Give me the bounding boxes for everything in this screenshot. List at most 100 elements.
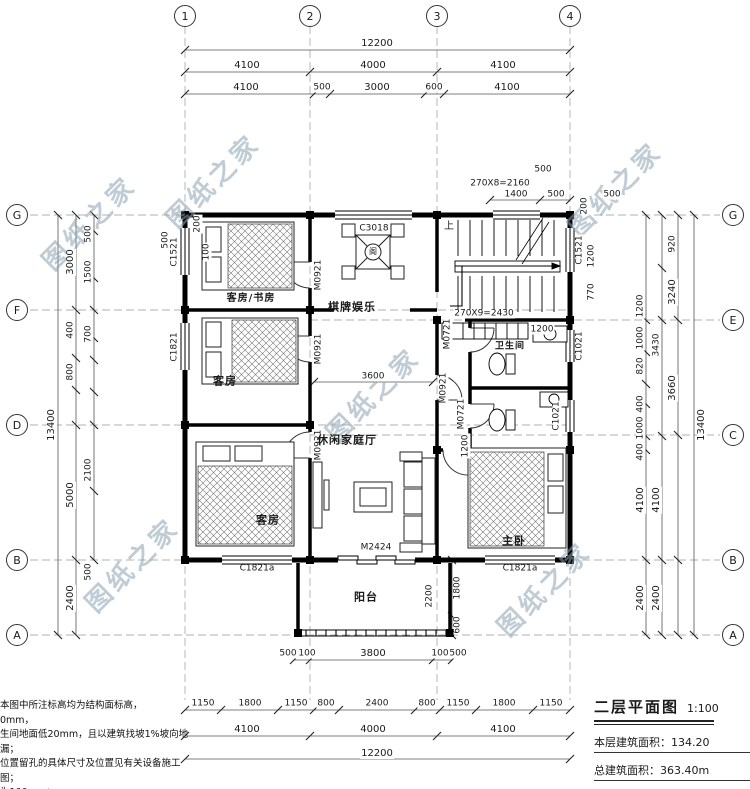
dim-label: 400 — [65, 320, 76, 340]
dim-label: 1000 — [635, 325, 646, 351]
exterior-walls — [182, 212, 573, 563]
dim-label: 13400 — [46, 408, 57, 442]
dim-label: 600 — [452, 615, 463, 635]
dim-label: 1400 — [503, 189, 529, 200]
dim-label: 100 — [201, 242, 212, 262]
room-label: 主卧 — [502, 534, 526, 548]
dim-label: 500 — [546, 189, 566, 200]
dim-label: C1021 — [551, 400, 562, 432]
note-line: 本图中所注标高均为结构面标高， — [0, 700, 143, 711]
dim-label: 1800 — [491, 698, 517, 709]
dim-label: 600 — [424, 82, 444, 93]
dim-label: 3800 — [359, 648, 387, 659]
dim-label: M0921 — [313, 332, 324, 366]
dim-label: 270X9=2430 — [453, 308, 515, 319]
axis-circle-right-G: G — [722, 204, 744, 226]
sliding-door — [337, 555, 416, 565]
windows — [180, 210, 575, 565]
dimension-ticks — [53, 45, 699, 764]
dim-label: 4100 — [232, 82, 260, 93]
axis-circle-right-E: E — [722, 309, 744, 331]
dim-label: C1821a — [238, 563, 276, 574]
bed-guest-large — [195, 441, 295, 547]
dim-label: 200 — [192, 214, 203, 234]
dim-label: 500 — [448, 648, 468, 659]
axis-circle-top-1: 1 — [174, 5, 196, 27]
dim-label: 500 — [83, 224, 94, 244]
dim-label: 800 — [417, 698, 437, 709]
staircase — [441, 217, 562, 340]
dim-label: 4100 — [635, 486, 646, 514]
dim-label: 100 — [430, 648, 450, 659]
title-underline — [594, 720, 714, 722]
bed-master — [467, 447, 567, 549]
axis-circle-top-2: 2 — [299, 5, 321, 27]
dim-label: 5000 — [65, 481, 76, 509]
dim-label: M0721 — [456, 397, 467, 431]
title-block: 二层平面图 1:100 本层建筑面积：134.20 总建筑面积：363.40m — [594, 696, 750, 781]
dim-label: 500 — [602, 189, 622, 200]
dim-label: 2400 — [635, 584, 646, 612]
drawing-scale: 1:100 — [687, 702, 719, 715]
dim-label: 1800 — [452, 575, 463, 601]
dim-label: 12200 — [360, 38, 394, 49]
room-label: 客房 — [213, 374, 237, 388]
dimension-lines — [57, 49, 695, 760]
dim-label: 4100 — [489, 60, 517, 71]
dim-label: 1200 — [460, 433, 471, 459]
title-underline-2 — [594, 724, 714, 725]
dim-label: M2424 — [359, 542, 393, 553]
axis-circle-left-A: A — [6, 624, 28, 646]
dim-label: 770 — [586, 282, 597, 302]
room-label: 休闲家庭厅 — [317, 433, 377, 447]
dim-label: 1500 — [83, 259, 94, 285]
dim-label: 3240 — [667, 278, 678, 306]
dim-label: 3600 — [360, 371, 386, 382]
dim-label: C1521 — [574, 234, 585, 266]
axis-circle-top-4: 4 — [559, 5, 581, 27]
dim-label: 2400 — [65, 584, 76, 612]
note-line: 0mm， — [0, 714, 35, 726]
dim-label: 2400 — [364, 698, 390, 709]
dim-label: 12200 — [360, 748, 394, 759]
dim-label: 500 — [312, 82, 332, 93]
axis-circle-top-3: 3 — [426, 5, 448, 27]
note-line: 生间地面低20mm，且以建筑找坡1%坡向地漏； — [0, 729, 189, 755]
note-line: 为100mm； — [0, 786, 196, 789]
dim-label: 270X8=2160 — [469, 178, 531, 189]
dim-label: 4100 — [493, 82, 521, 93]
dim-label: C1821 — [169, 331, 180, 363]
room-label: 卫生间 — [494, 341, 526, 352]
dim-label: 1150 — [538, 698, 564, 709]
dim-label: M0721 — [442, 317, 453, 351]
dim-label: 1150 — [283, 698, 309, 709]
dim-label: 3430 — [651, 332, 662, 358]
axis-circle-left-F: F — [6, 299, 28, 321]
room-label: 棋牌娱乐 — [328, 300, 376, 314]
dim-label: 1800 — [237, 698, 263, 709]
dim-label: C1521 — [169, 236, 180, 268]
dim-label: M0921 — [313, 258, 324, 292]
dim-label: 4100 — [489, 724, 517, 735]
dim-label: 阁 — [368, 247, 378, 256]
dim-label: 13400 — [696, 408, 707, 442]
dim-label: 1200 — [586, 243, 597, 269]
dim-label: 3000 — [363, 82, 391, 93]
total-area-label: 总建筑面积： — [594, 764, 660, 777]
axis-circle-left-G: G — [6, 204, 28, 226]
axis-circle-right-A: A — [722, 624, 744, 646]
note-line: 位置留孔的具体尺寸及位置见有关设备施工图； — [0, 758, 181, 784]
dim-label: 4000 — [359, 60, 387, 71]
axis-circle-right-B: B — [722, 549, 744, 571]
room-label: 阳台 — [354, 590, 378, 604]
dim-label: 上 — [443, 221, 455, 232]
room-label: 客房 — [256, 513, 280, 527]
dim-label: 800 — [316, 698, 336, 709]
dim-label: 500 — [533, 164, 553, 175]
dim-label: 4000 — [359, 724, 387, 735]
dim-label: 1200 — [635, 293, 646, 319]
dim-label: 500 — [278, 648, 298, 659]
structural-columns — [181, 211, 574, 637]
